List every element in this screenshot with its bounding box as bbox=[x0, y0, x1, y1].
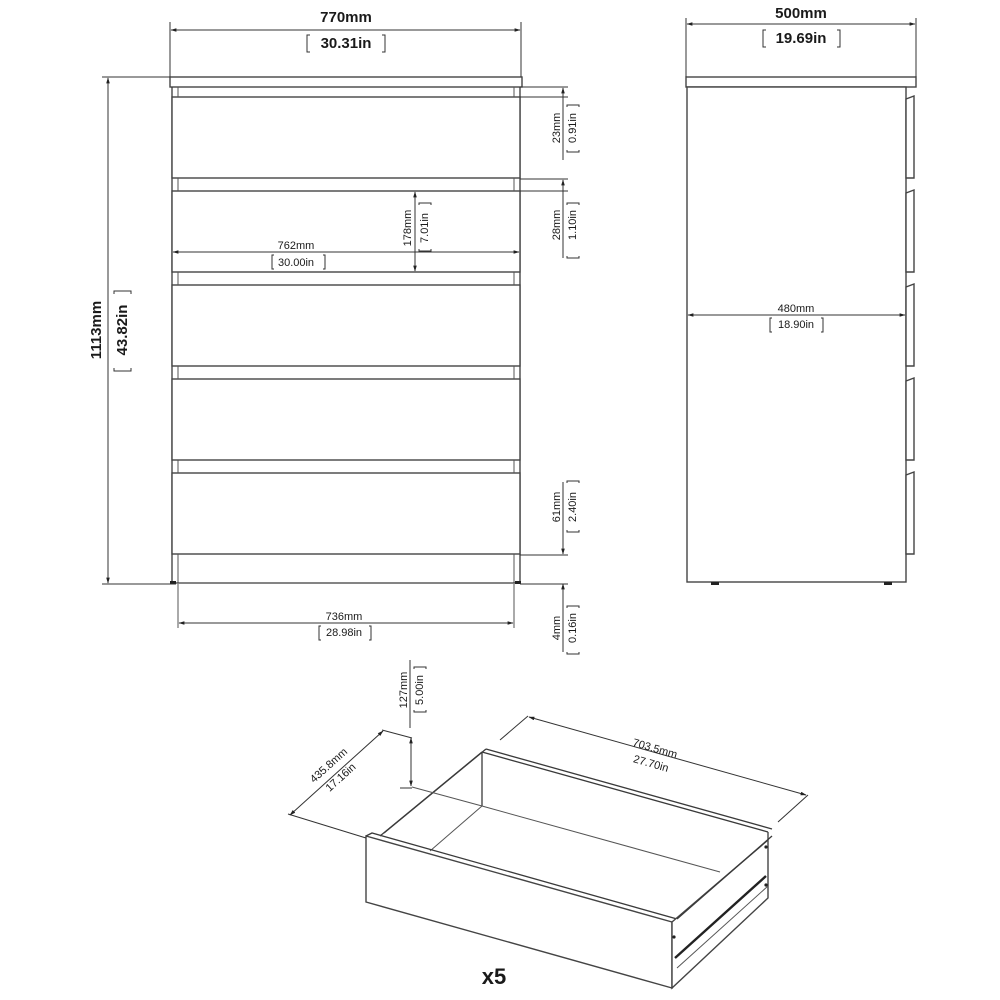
drawer-fronts bbox=[171, 96, 521, 555]
drawer-front-panel bbox=[365, 835, 673, 989]
body-depth-in: 18.90in bbox=[778, 319, 814, 331]
drawer-front-4 bbox=[171, 378, 521, 461]
foot-height-in: 0.16in bbox=[567, 613, 579, 643]
overall-width-mm: 770mm bbox=[320, 9, 372, 26]
overall-depth-in: 19.69in bbox=[776, 30, 827, 47]
top-panel bbox=[169, 76, 523, 88]
drawer-front-5 bbox=[171, 472, 521, 555]
drawer-height-mm: 127mm bbox=[398, 672, 410, 709]
overall-depth-mm: 500mm bbox=[775, 5, 827, 22]
drawer-front-height-mm: 178mm bbox=[402, 210, 414, 247]
side-body bbox=[686, 86, 907, 583]
drawer-gap-mm: 28mm bbox=[551, 210, 563, 241]
body-depth-mm: 480mm bbox=[778, 303, 815, 315]
overall-height-in: 43.82in bbox=[114, 305, 131, 356]
drawer-isometric: 127mm 5.00in 435.8mm 17.16in 703.5mm 27.… bbox=[287, 660, 809, 990]
drawer-front-height-in: 7.01in bbox=[419, 213, 431, 243]
foot-height-mm: 4mm bbox=[551, 616, 563, 640]
drawer-quantity-label: x5 bbox=[482, 964, 506, 989]
plinth-height-in: 2.40in bbox=[567, 492, 579, 522]
side-top-panel bbox=[685, 76, 917, 88]
drawer-height-in: 5.00in bbox=[414, 675, 426, 705]
drawer-front-width-in: 30.00in bbox=[278, 257, 314, 269]
overall-width-in: 30.31in bbox=[321, 35, 372, 52]
top-gap-mm: 23mm bbox=[551, 113, 563, 144]
front-view: 770mm 30.31in 1113mm 43.82in 762mm 30.00… bbox=[88, 9, 580, 655]
overall-height-mm: 1113mm bbox=[88, 301, 105, 359]
drawer-front-2 bbox=[171, 190, 521, 273]
top-gap-in: 0.91in bbox=[567, 113, 579, 143]
side-view: 500mm 19.69in 480mm 18.90in bbox=[685, 5, 917, 585]
base-width-in: 28.98in bbox=[326, 627, 362, 639]
side-drawer-profiles bbox=[905, 94, 915, 555]
plinth-height-mm: 61mm bbox=[551, 492, 563, 523]
drawer-gap-in: 1.10in bbox=[567, 210, 579, 240]
drawer-front-width-mm: 762mm bbox=[278, 240, 315, 252]
base-width-mm: 736mm bbox=[326, 611, 363, 623]
drawer-front-1 bbox=[171, 96, 521, 179]
drawer-rail bbox=[674, 875, 767, 959]
drawer-front-3 bbox=[171, 284, 521, 367]
